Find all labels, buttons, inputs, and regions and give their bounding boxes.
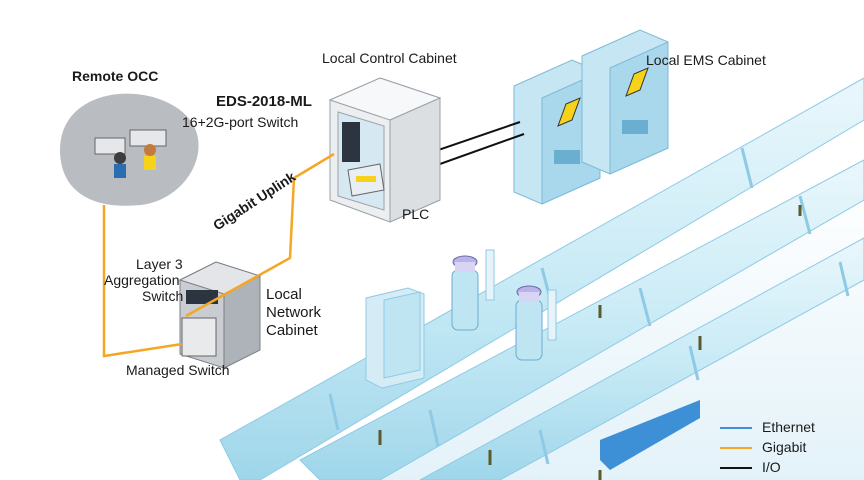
legend-label-gigabit: Gigabit (762, 439, 807, 455)
layer3-label-line3: Switch (142, 288, 184, 304)
ems-cabinet-2 (581, 29, 669, 175)
pipe-2 (299, 159, 864, 480)
eds-model-label: EDS-2018-ML (216, 93, 312, 110)
local-control-cabinet-label: Local Control Cabinet (322, 50, 457, 66)
legend-label-io: I/O (762, 459, 781, 475)
legend-swatch-ethernet (720, 427, 752, 429)
remote-occ-room (60, 93, 199, 206)
pipe-3 (419, 237, 864, 480)
legend-swatch-io (720, 467, 752, 469)
lnc-label-line2: Network (266, 304, 322, 321)
pipe-supports (378, 205, 802, 480)
plc-label: PLC (402, 206, 430, 222)
local-ems-cabinet-label: Local EMS Cabinet (646, 52, 766, 68)
gigabit-lines (102, 152, 335, 358)
legend-swatch-gigabit (720, 447, 752, 449)
layer3-label-line1: Layer 3 (136, 256, 183, 272)
layer3-label-line2: Aggregation (104, 272, 180, 288)
local-network-cabinet (178, 261, 262, 369)
lnc-label-line3: Cabinet (266, 322, 318, 339)
legend-label-ethernet: Ethernet (762, 419, 815, 435)
field-panel (365, 287, 425, 389)
lnc-label-line1: Local (266, 286, 302, 303)
valve-2 (515, 285, 557, 361)
valve-1 (451, 249, 495, 331)
remote-occ-label: Remote OCC (72, 68, 159, 84)
managed-switch-label: Managed Switch (126, 362, 230, 378)
local-control-cabinet (328, 77, 442, 223)
base-block (600, 400, 700, 470)
eds-desc-label: 16+2G-port Switch (182, 114, 299, 130)
